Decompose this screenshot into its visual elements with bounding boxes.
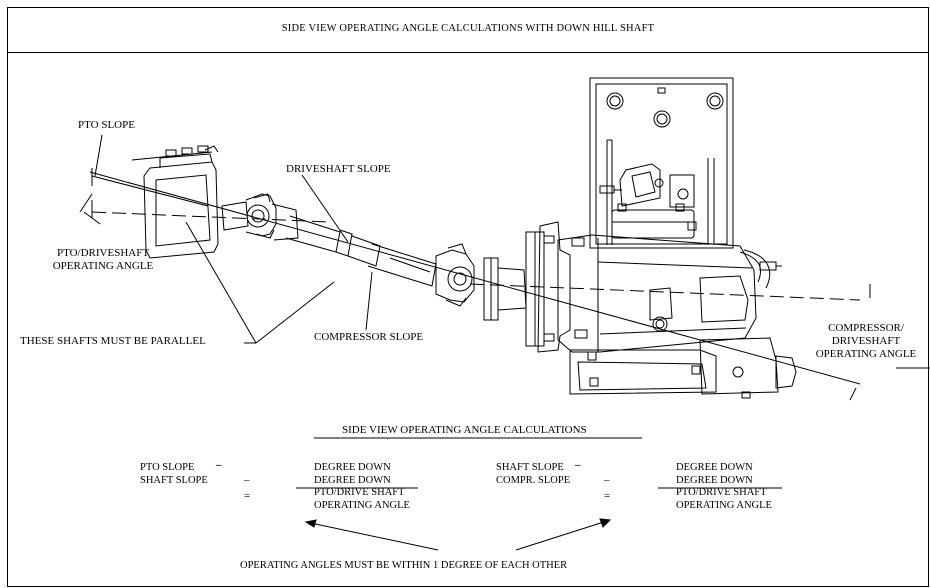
right-calc-results: DEGREE DOWN DEGREE DOWN PTO/DRIVE SHAFT … <box>676 462 772 512</box>
right-calc-operands: SHAFT SLOPE COMPR. SLOPE <box>496 462 570 487</box>
right-calc-equals: = <box>604 490 611 502</box>
right-calc-line1: SHAFT SLOPE <box>496 462 564 473</box>
compressor-angle-line1: COMPRESSOR/ <box>828 322 904 334</box>
parallel-note-label: THESE SHAFTS MUST BE PARALLEL <box>20 335 206 347</box>
left-calc-result2: DEGREE DOWN <box>314 474 391 486</box>
left-calc-result1: DEGREE DOWN <box>314 462 391 473</box>
left-calc-operands: PTO SLOPE SHAFT SLOPE <box>140 462 208 487</box>
page-title: SIDE VIEW OPERATING ANGLE CALCULATIONS W… <box>281 23 655 34</box>
title-bar: SIDE VIEW OPERATING ANGLE CALCULATIONS W… <box>7 7 929 53</box>
left-calc-equals: = <box>244 490 251 502</box>
pto-slope-label: PTO SLOPE <box>78 119 135 131</box>
left-calc-line2: SHAFT SLOPE <box>140 474 208 486</box>
left-calc-dash: – <box>216 459 222 471</box>
compressor-angle-label: COMPRESSOR/ DRIVESHAFT OPERATING ANGLE <box>796 322 930 361</box>
front-u-joint <box>221 193 299 241</box>
calc-heading: SIDE VIEW OPERATING ANGLE CALCULATIONS <box>342 424 587 436</box>
governor-valve <box>599 163 697 239</box>
calc-footer: OPERATING ANGLES MUST BE WITHIN 1 DEGREE… <box>240 560 568 571</box>
compressor-angle-line2: DRIVESHAFT <box>831 335 901 347</box>
right-calc-result4: OPERATING ANGLE <box>676 499 772 511</box>
compressor-base <box>569 337 797 399</box>
right-calc-minus: – <box>604 474 610 486</box>
compressor-angle-line3: OPERATING ANGLE <box>815 348 917 360</box>
leader-lines <box>83 134 930 369</box>
pto-unit <box>131 145 219 259</box>
left-calc-result4: OPERATING ANGLE <box>314 499 410 511</box>
compressor-slope-label: COMPRESSOR SLOPE <box>314 331 424 343</box>
rear-u-joint <box>435 243 527 321</box>
right-calc-line2: COMPR. SLOPE <box>496 474 571 486</box>
compressor-body <box>525 221 782 353</box>
right-calc-result2: DEGREE DOWN <box>676 474 753 486</box>
right-calc-dash: – <box>575 459 581 471</box>
left-calc-line1: PTO SLOPE <box>140 462 195 473</box>
calc-rules <box>296 437 782 551</box>
driveshaft-slope-label: DRIVESHAFT SLOPE <box>286 163 391 175</box>
left-calc-minus: – <box>244 474 250 486</box>
pto-driveshaft-angle-label: PTO/DRIVESHAFT OPERATING ANGLE <box>28 247 178 273</box>
right-calc-result1: DEGREE DOWN <box>676 462 753 473</box>
left-calc-result3: PTO/DRIVE SHAFT <box>314 487 405 498</box>
left-calc-results: DEGREE DOWN DEGREE DOWN PTO/DRIVE SHAFT … <box>314 462 410 512</box>
pto-driveshaft-angle-line1: PTO/DRIVESHAFT <box>56 247 150 259</box>
pto-driveshaft-angle-line2: OPERATING ANGLE <box>52 260 154 272</box>
right-calc-result3: PTO/DRIVE SHAFT <box>676 487 767 498</box>
slope-lines <box>79 168 871 401</box>
drive-shaft <box>285 215 437 287</box>
